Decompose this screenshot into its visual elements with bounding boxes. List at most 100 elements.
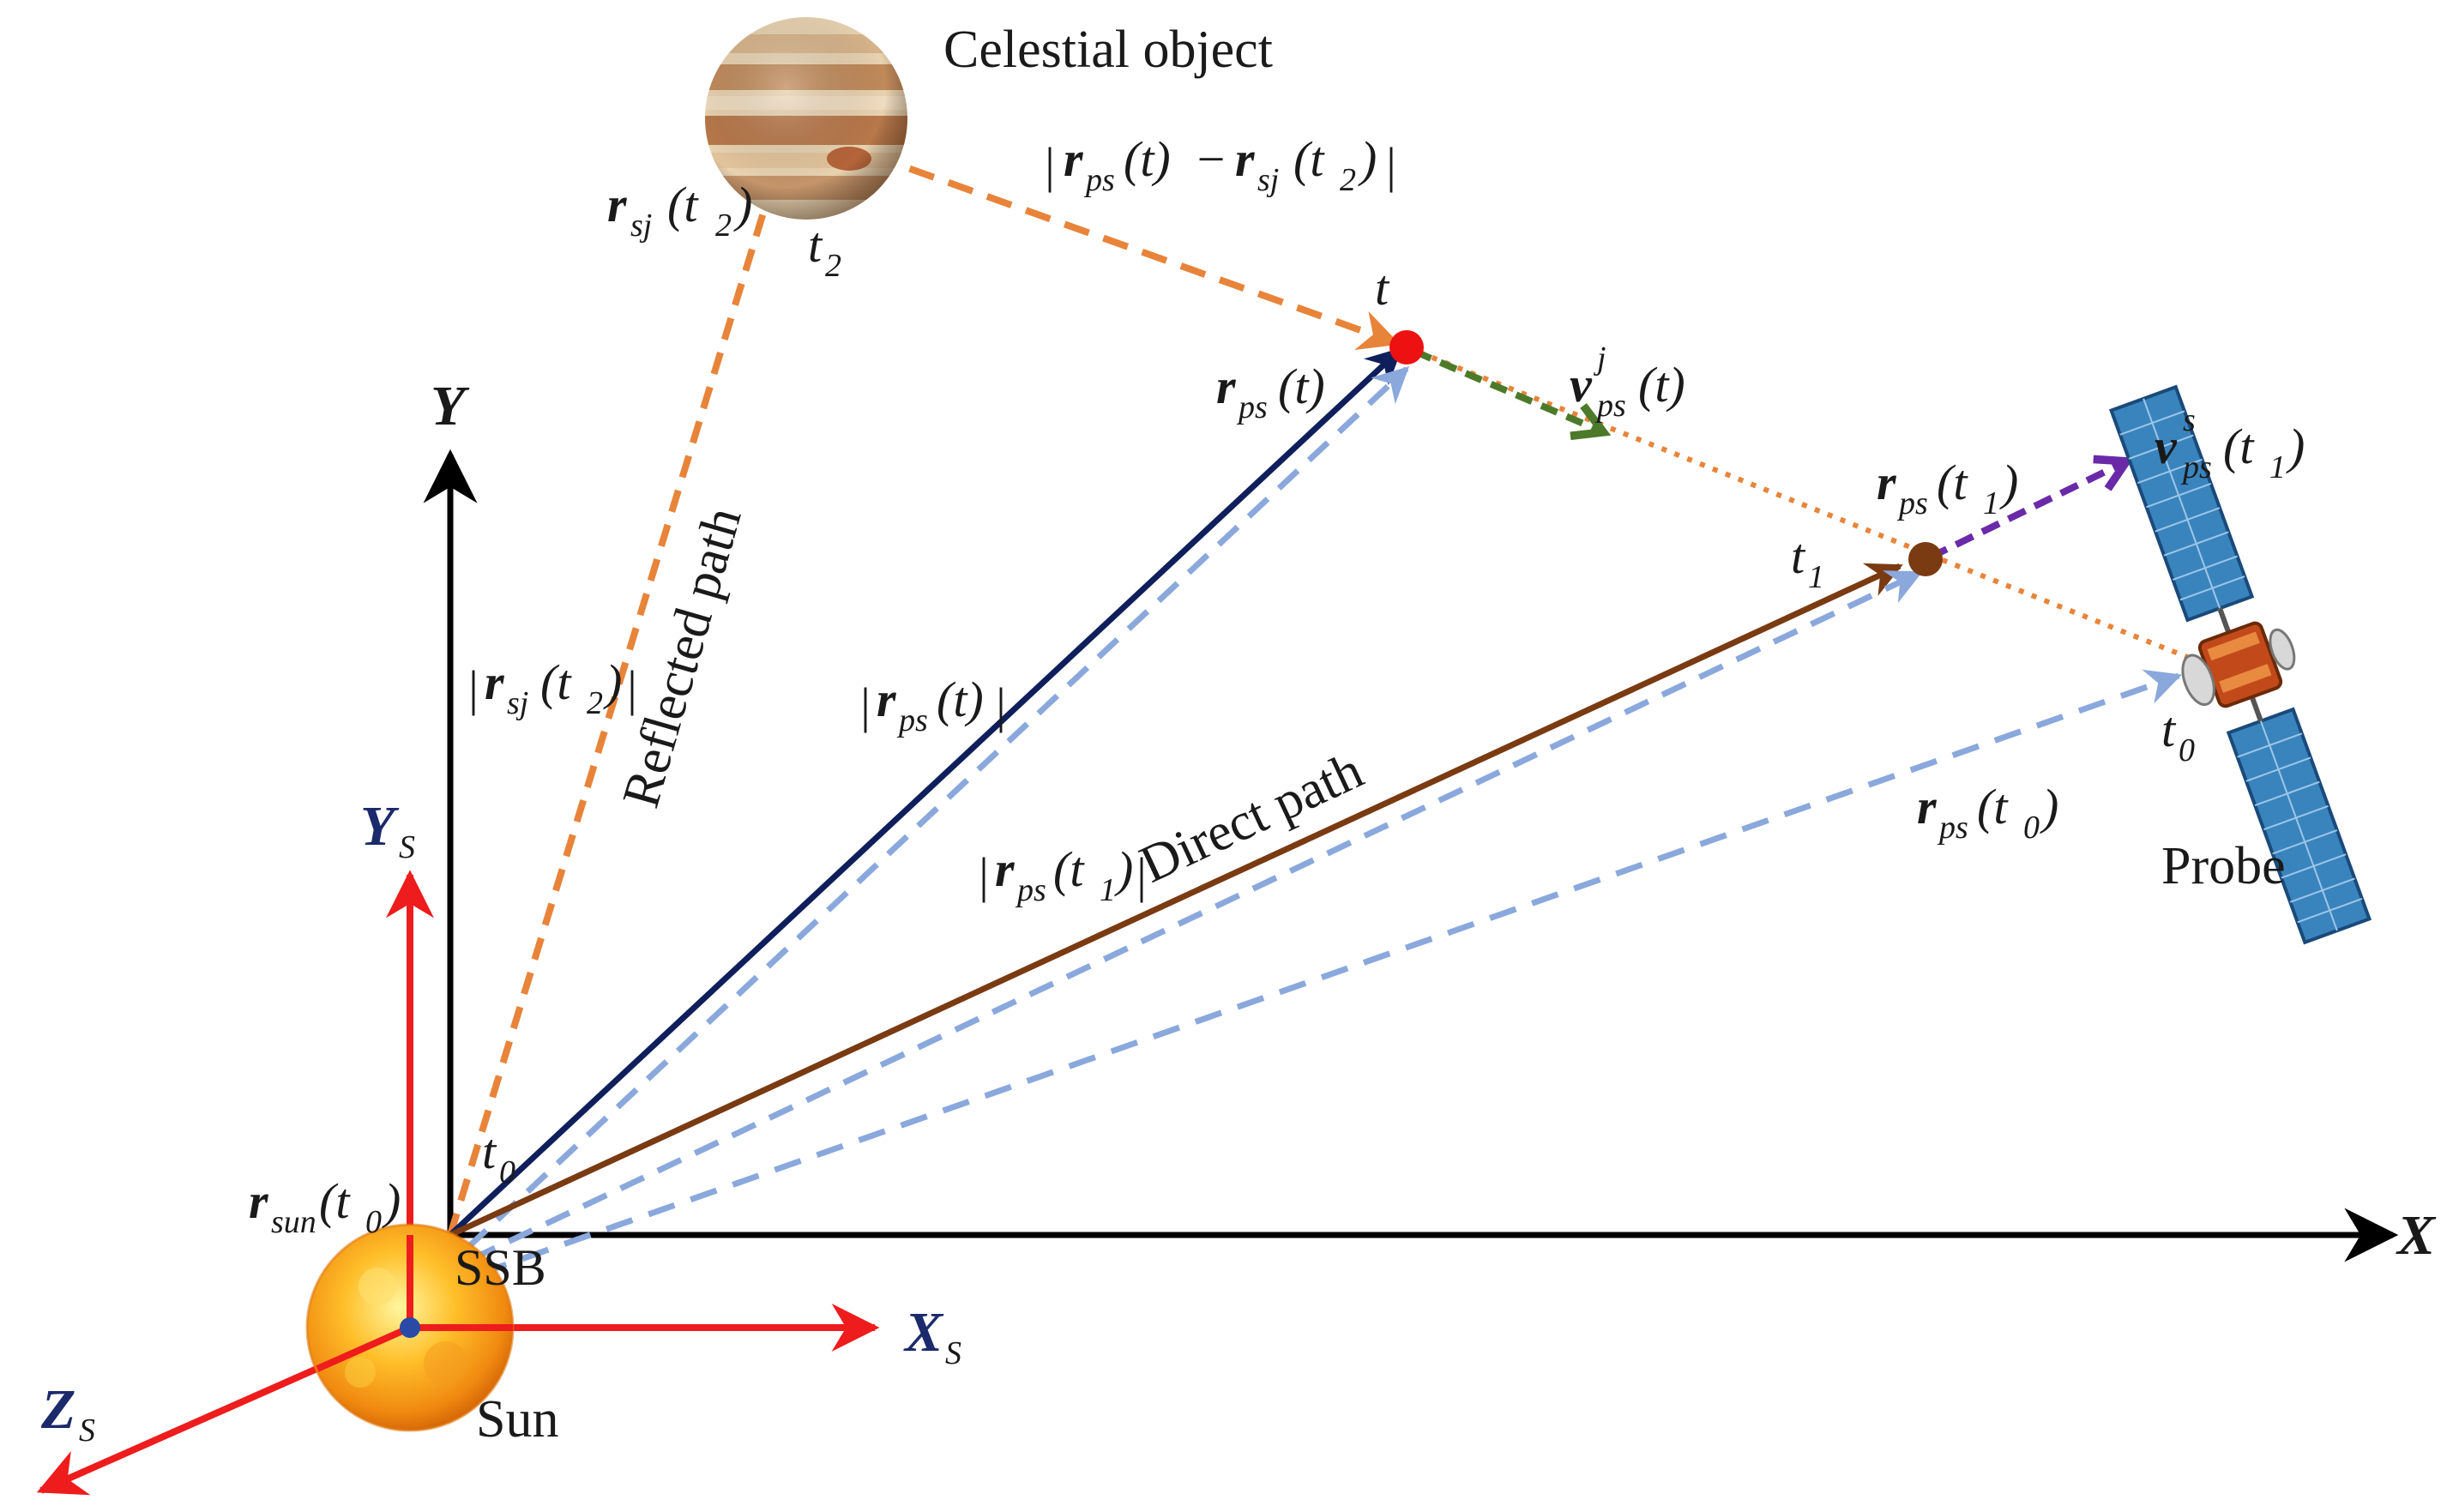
r-sun-t0-label: r sun (t 0 ) bbox=[249, 1173, 401, 1240]
svg-text:ps: ps bbox=[2180, 449, 2212, 485]
svg-text:t: t bbox=[1375, 260, 1390, 316]
svg-text:t: t bbox=[2161, 702, 2177, 757]
svg-text:Y: Y bbox=[360, 795, 400, 858]
svg-text:): ) bbox=[603, 654, 622, 710]
direct-path-label: Direct path bbox=[1131, 741, 1371, 895]
svg-text:|: | bbox=[976, 847, 990, 903]
svg-text:1: 1 bbox=[2269, 449, 2286, 485]
v-ps-s-vector bbox=[1928, 455, 2135, 561]
probe-trajectory-line bbox=[1405, 345, 2197, 663]
r-ps-t0-label: r ps (t 0 ) bbox=[1917, 779, 2058, 846]
svg-text:(t): (t) bbox=[1638, 357, 1685, 413]
r-ps-t1-magnitude-label: | r ps (t 1 ) | bbox=[976, 841, 1148, 908]
point-t1 bbox=[1908, 542, 1943, 576]
svg-text:(t): (t) bbox=[1278, 358, 1325, 414]
svg-text:ps: ps bbox=[1015, 872, 1046, 908]
svg-text:(t): (t) bbox=[1124, 131, 1171, 187]
ssb-dot bbox=[400, 1317, 420, 1338]
svg-text:r: r bbox=[249, 1173, 268, 1229]
svg-text:(t: (t bbox=[667, 177, 699, 232]
svg-text:2: 2 bbox=[825, 248, 841, 284]
x-axis-label: X bbox=[2396, 1204, 2437, 1267]
time-label-t0-probe: t 0 bbox=[2161, 702, 2195, 768]
svg-text:S: S bbox=[79, 1413, 95, 1449]
svg-text:sun: sun bbox=[271, 1204, 316, 1240]
time-label-t0-origin: t 0 bbox=[482, 1123, 515, 1190]
celestial-object-label: Celestial object bbox=[943, 21, 1273, 79]
svg-text:t: t bbox=[1791, 528, 1806, 584]
direct-path-line bbox=[449, 563, 1903, 1238]
r-ps-t1-dashed-vector bbox=[470, 569, 1923, 1262]
svg-text:): ) bbox=[2286, 419, 2305, 474]
svg-text:2: 2 bbox=[1340, 162, 1356, 198]
r-sj-t2-label: r sj (t 2 ) bbox=[607, 177, 752, 244]
svg-text:sj: sj bbox=[630, 208, 652, 244]
svg-text:|: | bbox=[466, 660, 479, 716]
svg-text:ps: ps bbox=[1937, 810, 1968, 846]
svg-text:): ) bbox=[2040, 779, 2058, 834]
svg-text:ps: ps bbox=[1896, 485, 1928, 521]
ssb-label: SSB bbox=[455, 1239, 546, 1296]
svg-text:r: r bbox=[607, 177, 627, 232]
svg-text:(t): (t) bbox=[937, 672, 984, 727]
svg-text:0: 0 bbox=[499, 1154, 515, 1190]
svg-text:ps: ps bbox=[1594, 388, 1626, 424]
r-ps-t1-label: r ps (t 1 ) bbox=[1877, 455, 2018, 521]
svg-text:2: 2 bbox=[715, 208, 732, 244]
svg-text:s: s bbox=[2183, 402, 2196, 438]
svg-text:(t: (t bbox=[1053, 841, 1085, 897]
svg-text:−: − bbox=[1194, 131, 1227, 187]
v-ps-s-label: v s ps (t 1 ) bbox=[2155, 402, 2305, 485]
ys-axis-label: Y S bbox=[360, 795, 415, 865]
reflected-path-line bbox=[447, 124, 799, 1237]
svg-text:v: v bbox=[1570, 357, 1593, 413]
svg-text:sj: sj bbox=[1257, 162, 1279, 198]
svg-text:0: 0 bbox=[2023, 810, 2040, 846]
svg-text:(t: (t bbox=[1293, 131, 1325, 187]
svg-text:t: t bbox=[808, 217, 823, 273]
svg-text:r: r bbox=[1917, 779, 1937, 834]
svg-text:0: 0 bbox=[365, 1204, 382, 1240]
v-ps-j-vector bbox=[1413, 348, 1612, 441]
svg-text:2: 2 bbox=[587, 685, 603, 721]
svg-text:r: r bbox=[1064, 131, 1083, 187]
point-t bbox=[1389, 330, 1424, 364]
time-label-t2: t 2 bbox=[808, 217, 841, 284]
svg-text:S: S bbox=[945, 1335, 961, 1371]
satellite-icon bbox=[2108, 384, 2372, 945]
xs-axis-label: X S bbox=[903, 1301, 961, 1371]
svg-text:): ) bbox=[1999, 455, 2018, 510]
svg-text:r: r bbox=[1235, 131, 1255, 187]
probe-label: Probe bbox=[2161, 837, 2286, 895]
svg-text:t: t bbox=[482, 1123, 497, 1179]
svg-text:r: r bbox=[1877, 455, 1896, 510]
sun-label: Sun bbox=[476, 1390, 558, 1449]
svg-text:): ) bbox=[733, 177, 752, 232]
r-ps-t0-dashed-vector bbox=[479, 669, 2182, 1277]
svg-text:r: r bbox=[995, 841, 1015, 897]
svg-text:1: 1 bbox=[1808, 559, 1824, 595]
svg-text:(t: (t bbox=[1937, 455, 1968, 510]
svg-text:): ) bbox=[382, 1173, 401, 1229]
svg-text:r: r bbox=[1216, 358, 1236, 414]
svg-text:ps: ps bbox=[1236, 389, 1268, 425]
svg-text:0: 0 bbox=[2179, 732, 2195, 768]
zs-axis-label: Z S bbox=[40, 1378, 95, 1449]
r-ps-t-magnitude-label: | r ps (t) | bbox=[858, 672, 1007, 738]
reflected-distance-label: | r ps (t) − r sj (t 2 ) | bbox=[1042, 131, 1397, 198]
r-ps-t-dashed-vector bbox=[465, 366, 1410, 1250]
svg-text:|: | bbox=[1134, 847, 1148, 903]
svg-text:(t: (t bbox=[540, 654, 572, 710]
svg-text:): ) bbox=[1358, 131, 1377, 187]
svg-text:1: 1 bbox=[1983, 485, 1999, 521]
reflected-path-label: Reflected path bbox=[612, 501, 753, 814]
jupiter-icon bbox=[705, 17, 907, 220]
svg-text:sj: sj bbox=[507, 685, 528, 721]
svg-text:): ) bbox=[1114, 841, 1133, 897]
svg-text:|: | bbox=[1042, 137, 1056, 193]
svg-text:|: | bbox=[858, 678, 871, 733]
svg-text:(t: (t bbox=[319, 1173, 351, 1229]
time-label-t1: t 1 bbox=[1791, 528, 1824, 595]
svg-text:j: j bbox=[1593, 340, 1606, 376]
